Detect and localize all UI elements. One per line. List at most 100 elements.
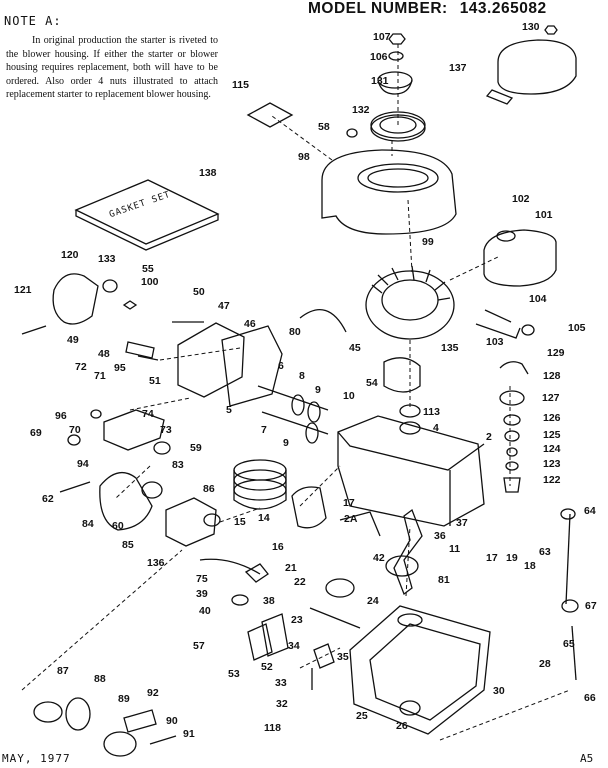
part-label: 80 — [289, 326, 301, 338]
part-128-shape — [499, 361, 529, 375]
flywheel-135-shape — [365, 270, 455, 340]
part-label: 38 — [263, 595, 275, 607]
model-number: 143.265082 — [459, 0, 547, 17]
part-label: 42 — [373, 552, 385, 564]
linkage-75-shape — [199, 558, 261, 575]
part-label: 99 — [422, 236, 434, 248]
part-label: 62 — [42, 493, 54, 505]
part-label: 137 — [449, 62, 467, 74]
part-label: 98 — [298, 151, 310, 163]
part-label: 60 — [112, 520, 124, 532]
alignment-lines — [21, 44, 571, 741]
part-label: 102 — [512, 193, 530, 205]
part-label: 103 — [486, 336, 504, 348]
part-105-shape — [521, 324, 535, 336]
part-label: 47 — [218, 300, 230, 312]
part-label: 6 — [278, 360, 284, 372]
part-4-shape — [399, 421, 421, 435]
part-96-shape — [90, 409, 102, 419]
crankshaft-11-shape — [393, 508, 423, 596]
part-label: 92 — [147, 687, 159, 699]
part-label: 64 — [584, 505, 596, 517]
part-label: 86 — [203, 483, 215, 495]
part-label: 45 — [349, 342, 361, 354]
part-label: 35 — [337, 651, 349, 663]
air-cleaner-120-shape — [52, 273, 99, 325]
part-label: 94 — [77, 458, 89, 470]
gasket-52-shape — [261, 613, 289, 657]
part-label: 105 — [568, 322, 586, 334]
spring-8-shape — [291, 394, 305, 416]
part-label: 5 — [226, 404, 232, 416]
part-label: 59 — [190, 442, 202, 454]
part-label: 54 — [366, 377, 378, 389]
part-126-shape — [503, 414, 521, 426]
spring-9b-shape — [305, 422, 319, 444]
part-label: 127 — [542, 392, 560, 404]
part-label: 90 — [166, 715, 178, 727]
part-label: 126 — [543, 412, 561, 424]
part-label: 66 — [584, 692, 596, 704]
nut-130-shape — [544, 25, 558, 35]
part-label: 37 — [456, 517, 468, 529]
rod-23-shape — [309, 607, 361, 629]
part-label: 32 — [276, 698, 288, 710]
part-label: 89 — [118, 693, 130, 705]
dipstick-64-shape — [565, 513, 571, 605]
part-label: 123 — [543, 458, 561, 470]
part-label: 36 — [434, 530, 446, 542]
part-label: 124 — [543, 443, 561, 455]
part-86-shape — [203, 513, 221, 527]
part-label: 133 — [98, 253, 116, 265]
part-label: 55 — [142, 263, 154, 275]
part-label: 81 — [438, 574, 450, 586]
part-label: 48 — [98, 348, 110, 360]
spring-9-shape — [307, 401, 321, 423]
part-40-shape — [231, 594, 249, 606]
note-title: NOTE A: — [4, 14, 62, 28]
part-label: 14 — [258, 512, 270, 524]
part-label: 87 — [57, 665, 69, 677]
part-135b-shape — [383, 357, 421, 393]
part-label: 21 — [285, 562, 297, 574]
part-label: 91 — [183, 728, 195, 740]
part-label: 10 — [343, 390, 355, 402]
part-label: 9 — [315, 384, 321, 396]
part-label: 19 — [506, 552, 518, 564]
part-label: 9 — [283, 437, 289, 449]
gasket-59-shape — [153, 441, 171, 455]
part-label: 2A — [344, 513, 358, 525]
part-label: 7 — [261, 424, 267, 436]
part-label: 106 — [370, 51, 388, 63]
part-label: 51 — [149, 375, 161, 387]
part-127-shape — [499, 390, 525, 406]
part-label: 95 — [114, 362, 126, 374]
part-122-shape — [503, 477, 521, 493]
carburetor-136-shape — [165, 497, 217, 547]
screw-62-shape — [59, 481, 91, 493]
tube-65-shape — [571, 625, 577, 681]
part-label: 40 — [199, 605, 211, 617]
part-label: 8 — [299, 370, 305, 382]
part-label: 16 — [272, 541, 284, 553]
part-label: 63 — [539, 546, 551, 558]
part-label: 50 — [193, 286, 205, 298]
part-label: 70 — [69, 424, 81, 436]
part-label: 138 — [199, 167, 217, 179]
engine-block-2-shape — [337, 415, 485, 527]
part-label: 69 — [30, 427, 42, 439]
part-label: 135 — [441, 342, 459, 354]
part-label: 49 — [67, 334, 79, 346]
part-label: 58 — [318, 121, 330, 133]
part-label: 26 — [396, 720, 408, 732]
gasket-46-shape — [221, 325, 283, 407]
part-2a-shape — [339, 511, 381, 537]
part-133-shape — [102, 279, 118, 293]
model-label: MODEL NUMBER: — [308, 0, 448, 17]
part-label: 96 — [55, 410, 67, 422]
muffler-101-shape — [483, 229, 557, 287]
part-label: 72 — [75, 361, 87, 373]
part-label: 100 — [141, 276, 159, 288]
part-label: 24 — [367, 595, 379, 607]
screw-121-shape — [21, 325, 47, 335]
